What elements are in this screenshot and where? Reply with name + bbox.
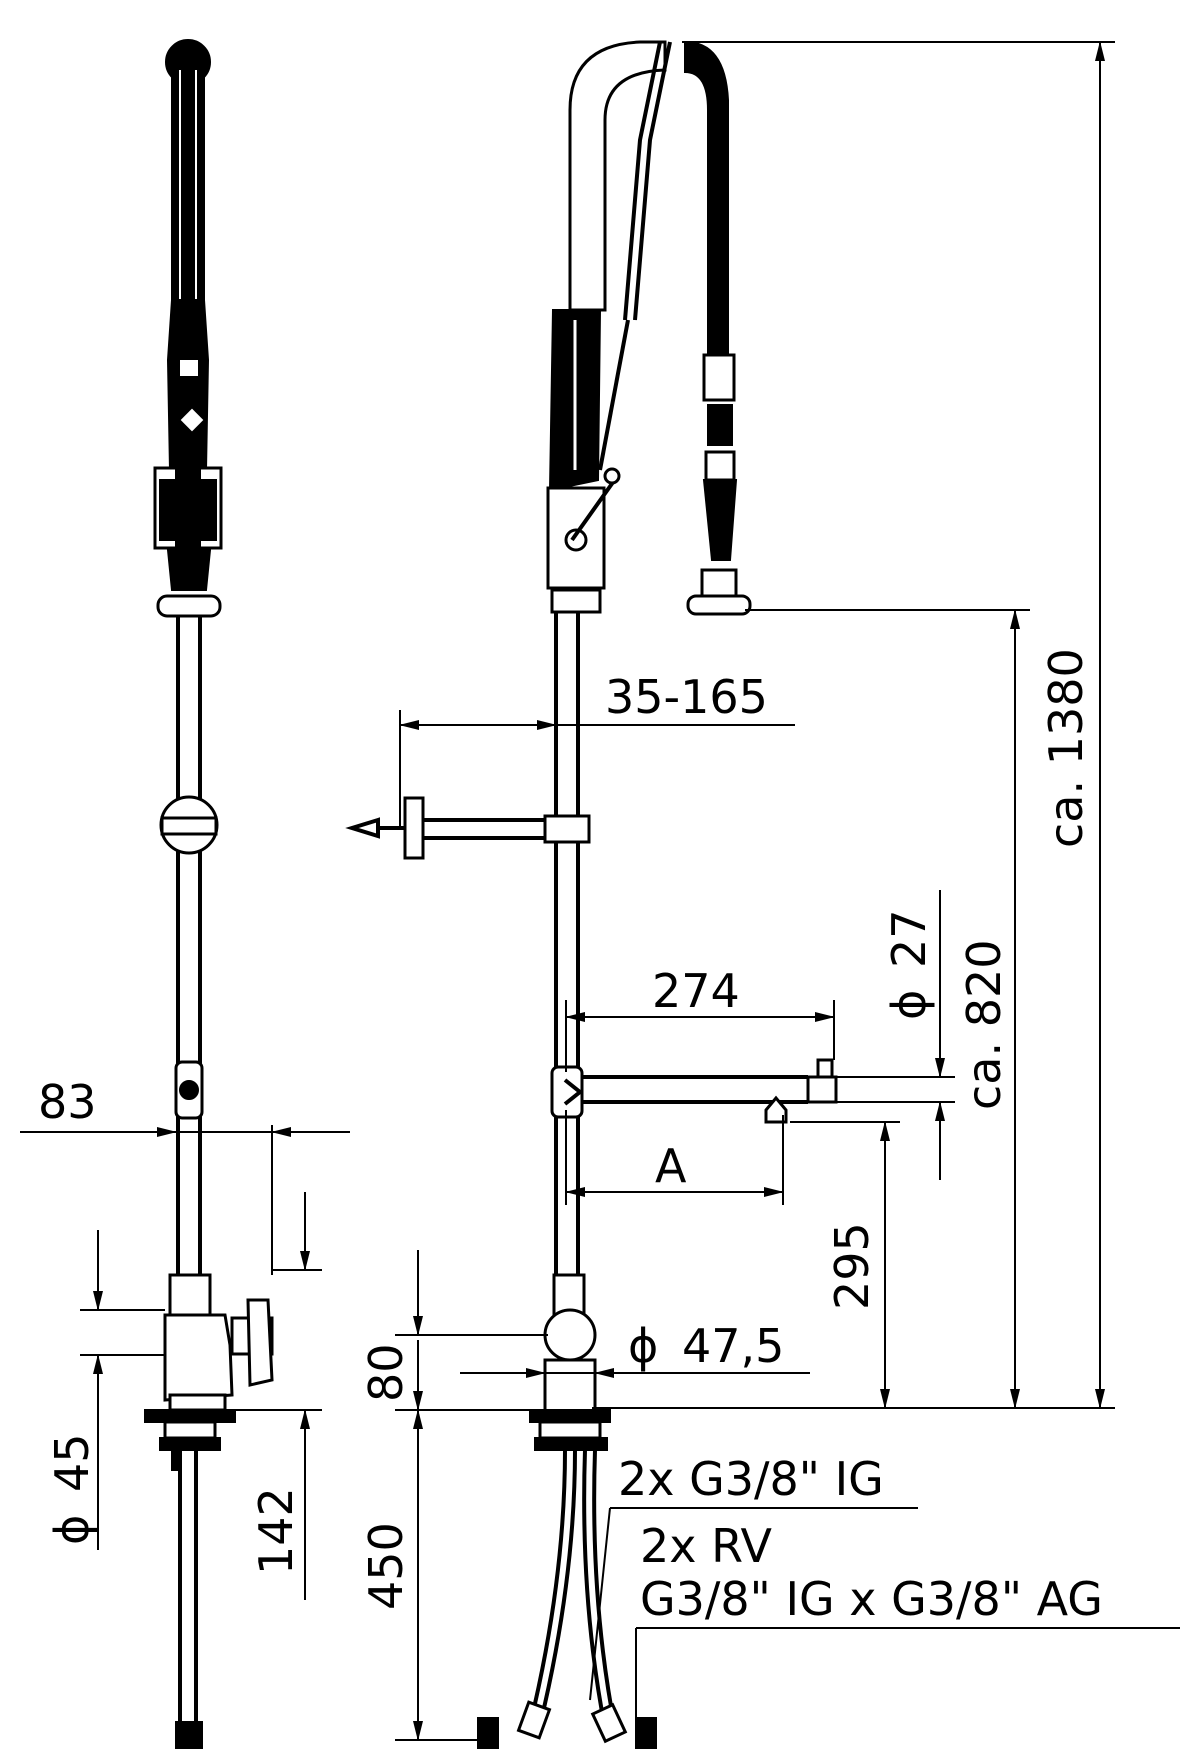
front-spray-body <box>166 299 210 471</box>
connection-notes: 2x G3/8" IG 2x RV G3/8" IG x G3/8" AG <box>589 1452 1180 1718</box>
front-hose-end <box>175 1721 203 1749</box>
side-arch-spout <box>568 40 667 312</box>
dim-80: 80 <box>359 1343 413 1402</box>
dim-45: 45 <box>45 1433 99 1492</box>
side-check-valve-2 <box>635 1717 657 1749</box>
side-gas-strut <box>623 41 662 321</box>
dim-295: 295 <box>825 1222 879 1310</box>
side-mixer-ball <box>543 1308 597 1362</box>
front-view-dimensions: 83 142 ϕ 45 <box>20 1075 350 1600</box>
side-check-valve-1 <box>477 1717 499 1749</box>
front-mixer-body <box>168 1273 212 1317</box>
dim-diameter-symbol-47-5: ϕ <box>628 1319 658 1373</box>
dim-27: 27 <box>882 909 936 968</box>
note-line-1: 2x G3/8" IG <box>618 1452 884 1506</box>
side-view-dimensions: ca. 1380 ca. 820 35-165 274 ϕ 27 A <box>359 41 1115 1741</box>
dim-83: 83 <box>38 1075 97 1129</box>
dim-35-165: 35-165 <box>605 670 768 724</box>
side-spray-rosette <box>686 594 752 616</box>
dim-274: 274 <box>652 964 740 1018</box>
side-hose-spring <box>684 40 729 361</box>
side-view <box>345 40 838 1749</box>
front-rosette <box>156 594 222 618</box>
dim-ca-1380: ca. 1380 <box>1039 648 1093 848</box>
dim-diameter-symbol-45: ϕ <box>45 1515 99 1545</box>
side-supply-hose-2 <box>582 1449 607 1729</box>
dim-47-5: 47,5 <box>682 1319 784 1373</box>
dim-A: A <box>655 1139 687 1193</box>
side-wall-bracket <box>403 796 425 860</box>
front-base-plate <box>144 1409 236 1423</box>
dim-142: 142 <box>249 1487 303 1575</box>
note-line-3: G3/8" IG x G3/8" AG <box>640 1572 1103 1626</box>
front-hose-dark <box>171 59 205 311</box>
dim-diameter-symbol-27: ϕ <box>882 990 936 1020</box>
dim-ca-820: ca. 820 <box>957 939 1011 1110</box>
side-supply-hose-1 <box>528 1449 567 1726</box>
note-line-2: 2x RV <box>640 1519 773 1573</box>
dim-450: 450 <box>359 1522 413 1610</box>
front-view <box>144 39 274 1749</box>
